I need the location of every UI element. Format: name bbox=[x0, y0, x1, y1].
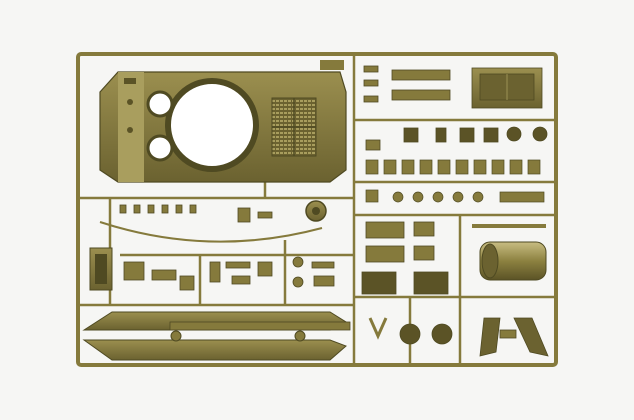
sprue-runners bbox=[78, 54, 556, 365]
small-parts-row bbox=[99, 204, 323, 243]
small-parts-grid bbox=[365, 159, 545, 203]
cylinder-part bbox=[472, 224, 547, 281]
sprue-frame bbox=[76, 52, 558, 367]
mid-parts bbox=[123, 256, 335, 291]
right-mid-parts bbox=[361, 221, 449, 295]
bottom-right-parts bbox=[368, 317, 549, 357]
hub-part bbox=[305, 200, 327, 222]
fender-parts bbox=[82, 311, 351, 361]
round-parts-row bbox=[365, 126, 548, 151]
box-part bbox=[89, 247, 113, 291]
hull-deck-part bbox=[99, 60, 347, 183]
right-top-parts bbox=[363, 65, 543, 109]
